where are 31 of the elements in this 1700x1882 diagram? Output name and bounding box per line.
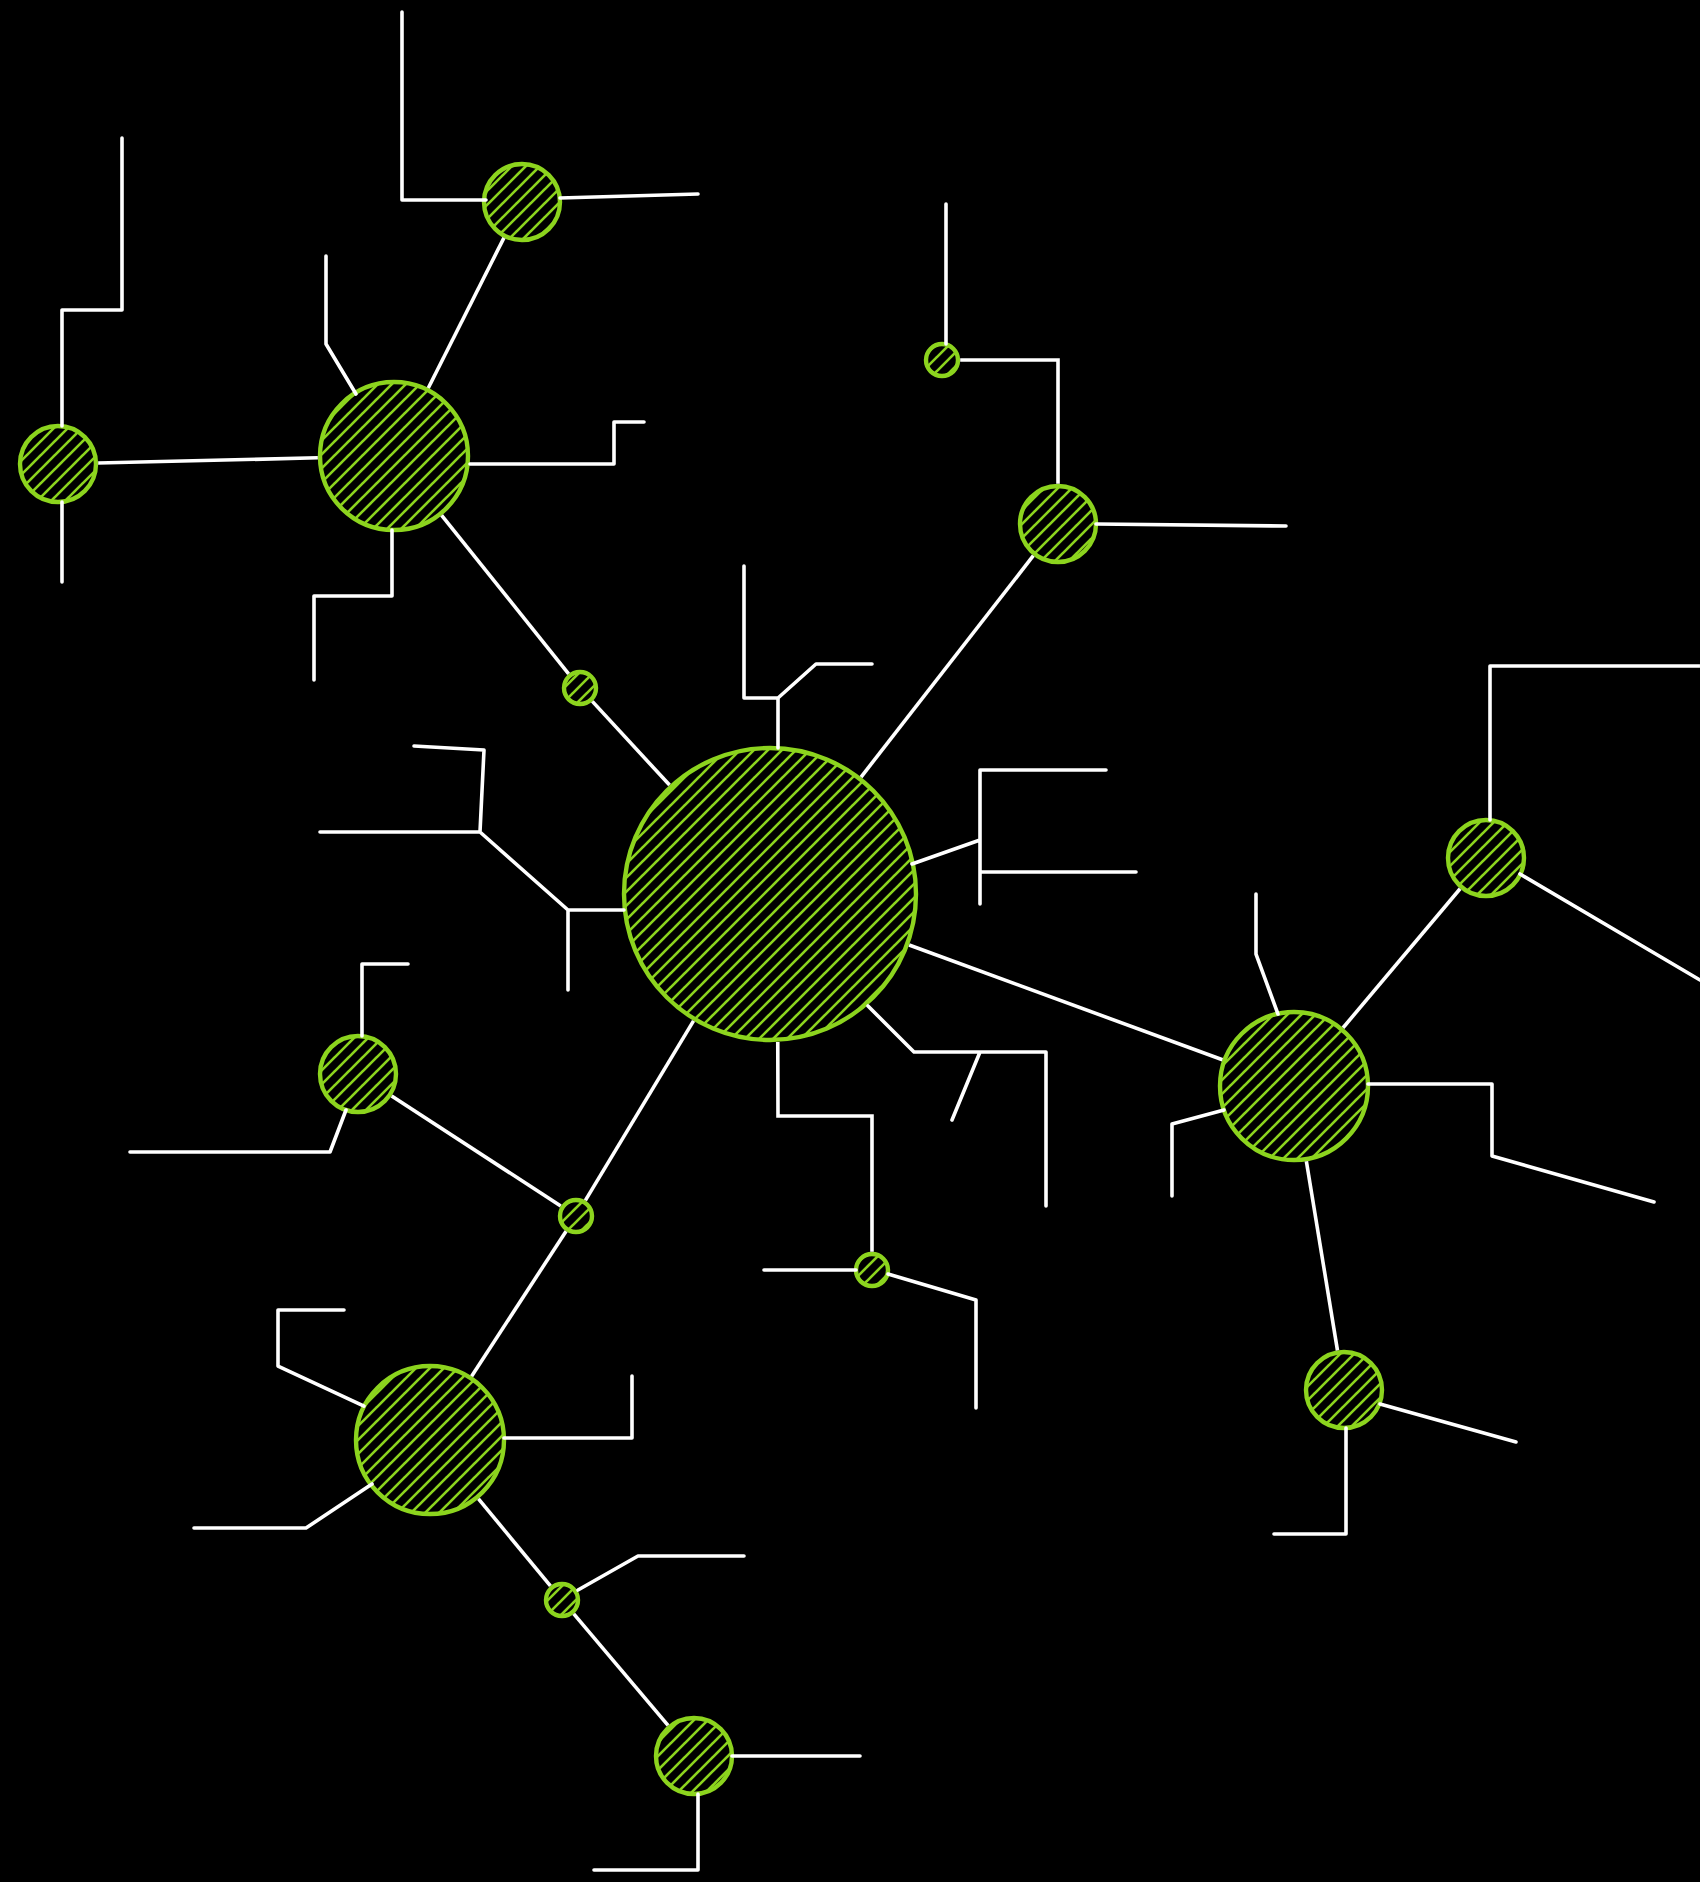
connector-line (390, 1094, 562, 1208)
hatched-circle (1017, 483, 1099, 565)
connector-line (908, 943, 1224, 1062)
hatched-circle (561, 669, 599, 707)
connector-line (98, 456, 318, 465)
hatched-circle (923, 341, 961, 379)
connector-line (775, 1042, 874, 1252)
connector-line (1341, 887, 1462, 1029)
hatched-circle (317, 1033, 399, 1115)
connector-line (477, 1497, 552, 1588)
hatched-circle (557, 1197, 595, 1235)
hatched-circle (17, 423, 99, 505)
hatched-circle (481, 161, 563, 243)
hatched-circle (353, 1363, 507, 1517)
connector-line (572, 1612, 670, 1727)
connector-line (470, 1230, 568, 1378)
connector-line (440, 514, 571, 675)
connector-line (960, 358, 1060, 484)
hatched-circle (543, 1581, 581, 1619)
connector-line (1304, 1160, 1340, 1351)
hatched-circle (1303, 1349, 1385, 1431)
connector-line (426, 237, 506, 389)
hatched-circle (853, 1251, 891, 1289)
connector-line (583, 1020, 696, 1202)
hatched-circle (1445, 817, 1527, 899)
hatched-circle (317, 379, 471, 533)
connector-line (591, 700, 671, 787)
hatched-circle (1217, 1009, 1371, 1163)
hatched-circle (653, 1715, 735, 1797)
hatched-circle (621, 745, 919, 1043)
connector-line (859, 554, 1035, 779)
